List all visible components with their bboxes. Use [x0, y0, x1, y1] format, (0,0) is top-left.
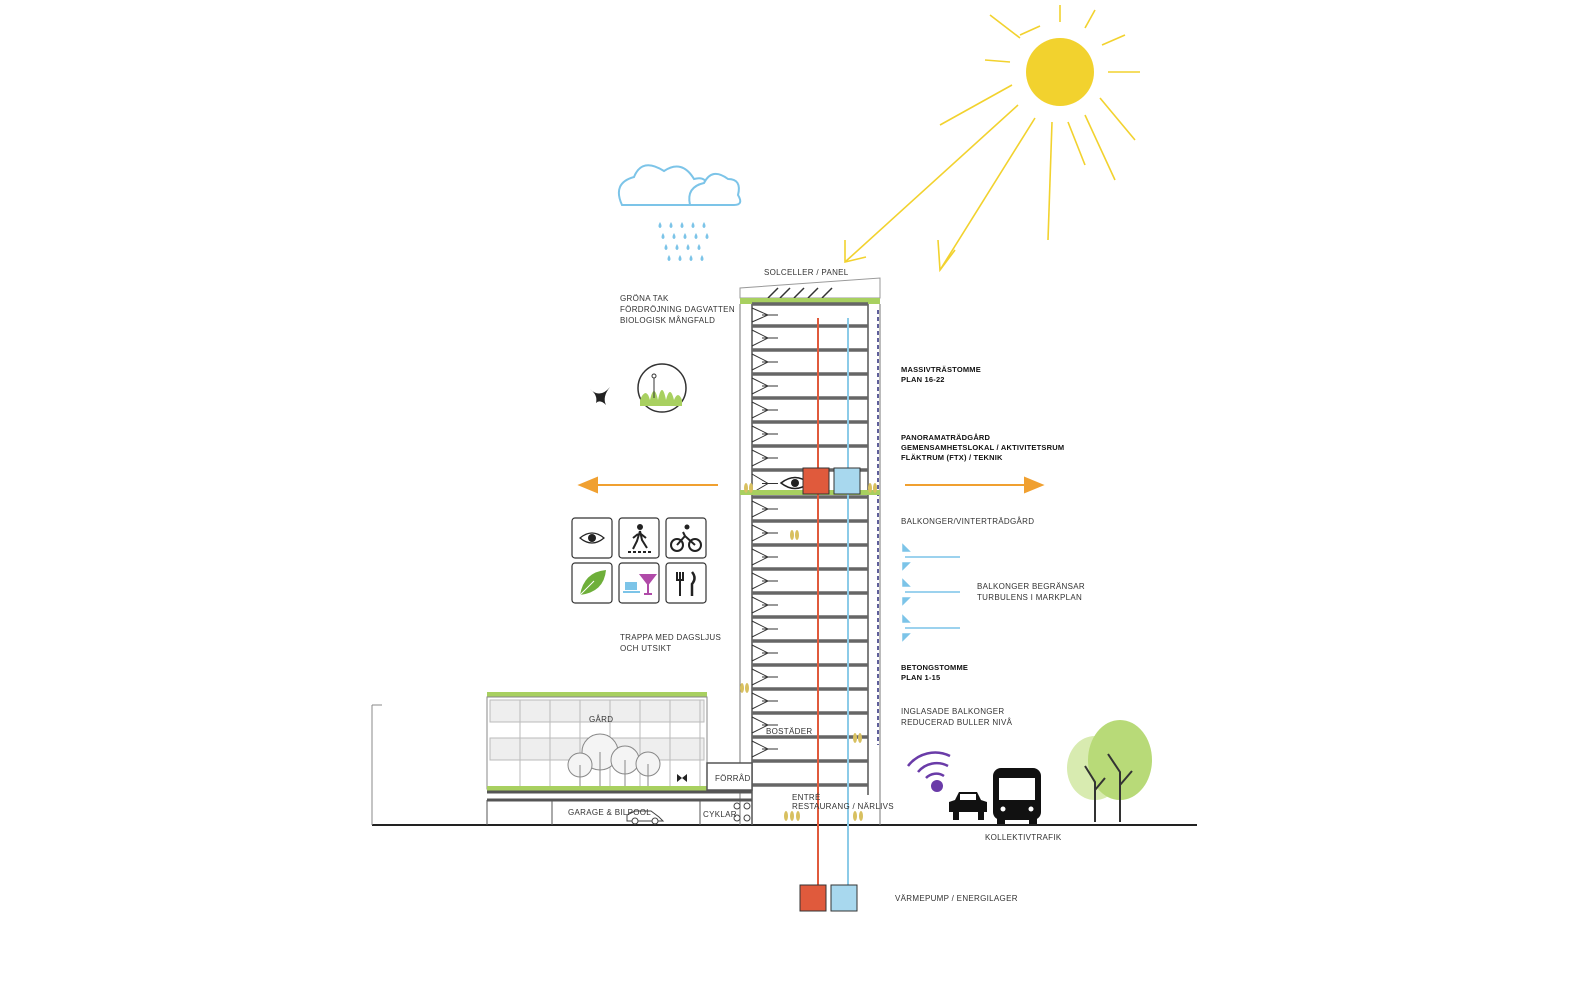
bicycle-rack-icons: [733, 802, 751, 822]
bicycle-icon: [665, 517, 707, 559]
eye-icon: [571, 517, 613, 559]
energy-storage-box: [830, 884, 858, 912]
label-varmepump: VÄRMEPUMP / ENERGILAGER: [895, 894, 1018, 903]
label-panorama-2: GEMENSAMHETSLOKAL / AKTIVITETSRUM: [901, 443, 1064, 452]
label-entre-1: ENTRÉ: [792, 793, 821, 802]
label-inglasade-2: REDUCERAD BULLER NIVÅ: [901, 718, 1013, 727]
label-gard: GÅRD: [589, 715, 613, 724]
swallow-bird-icon: [590, 387, 610, 405]
cafe-bar-icon: [618, 562, 660, 604]
label-grona-tak-2: FÖRDRÖJNING DAGVATTEN: [620, 305, 735, 314]
label-bostader: BOSTÄDER: [766, 727, 812, 736]
raindrops: [658, 222, 709, 261]
sun-icon: [844, 5, 1140, 273]
noise-waves-icon: [907, 751, 951, 792]
label-massivtra-1: MASSIVTRÄSTOMME: [901, 365, 981, 374]
street-trees: [1067, 720, 1152, 822]
solar-panels: [767, 287, 833, 299]
label-betong-1: BETONGSTOMME: [901, 663, 968, 672]
car-icon: [949, 792, 987, 820]
label-garage: GARAGE & BILPOOL: [568, 808, 651, 817]
label-cyklar: CYKLAR: [703, 810, 737, 819]
label-balkonger-vinter: BALKONGER/VINTERTRÄDGÅRD: [901, 517, 1034, 526]
tower: [739, 277, 881, 912]
courtyard-trees: [567, 733, 661, 786]
butterfly-icon: [677, 774, 687, 782]
bus-icon: [993, 768, 1041, 824]
eye-icon: [779, 476, 811, 490]
wind-out-arrows: [577, 476, 1045, 494]
car-icon-garage: [626, 810, 665, 825]
label-panorama-3: FLÄKTRUM (FTX) / TEKNIK: [901, 453, 1003, 462]
amenity-icon-grid: [571, 517, 707, 604]
heat-pump-box: [799, 884, 827, 912]
label-grona-tak-1: GRÖNA TAK: [620, 294, 669, 303]
label-solceller: SOLCELLER / PANEL: [764, 268, 849, 277]
label-balkonger-begransar-2: TURBULENS I MARKPLAN: [977, 593, 1082, 602]
courtyard-building: [486, 692, 753, 825]
label-kollektivtrafik: KOLLEKTIVTRAFIK: [985, 833, 1062, 842]
label-entre-2: RESTAURANG / NÄRLIVS: [792, 802, 894, 811]
label-trappa-1: TRAPPA MED DAGSLJUS: [620, 633, 721, 642]
biodiversity-icon: [637, 363, 687, 413]
leaf-icon: [571, 562, 613, 604]
label-grona-tak-3: BIOLOGISK MÅNGFALD: [620, 316, 715, 325]
label-massivtra-2: PLAN 16-22: [901, 375, 945, 384]
label-balkonger-begransar-1: BALKONGER BEGRÄNSAR: [977, 582, 1085, 591]
label-panorama-1: PANORAMATRÄDGÅRD: [901, 433, 991, 442]
pedestrian-icon: [618, 517, 660, 559]
wind-reduction-arrows: [902, 543, 960, 642]
rain-cloud-icon: [618, 164, 742, 206]
restaurant-icon: [665, 562, 707, 604]
label-betong-2: PLAN 1-15: [901, 673, 940, 682]
label-inglasade-1: INGLASADE BALKONGER: [901, 707, 1005, 716]
label-forrad: FÖRRÅD: [715, 774, 751, 783]
label-trappa-2: OCH UTSIKT: [620, 644, 671, 653]
